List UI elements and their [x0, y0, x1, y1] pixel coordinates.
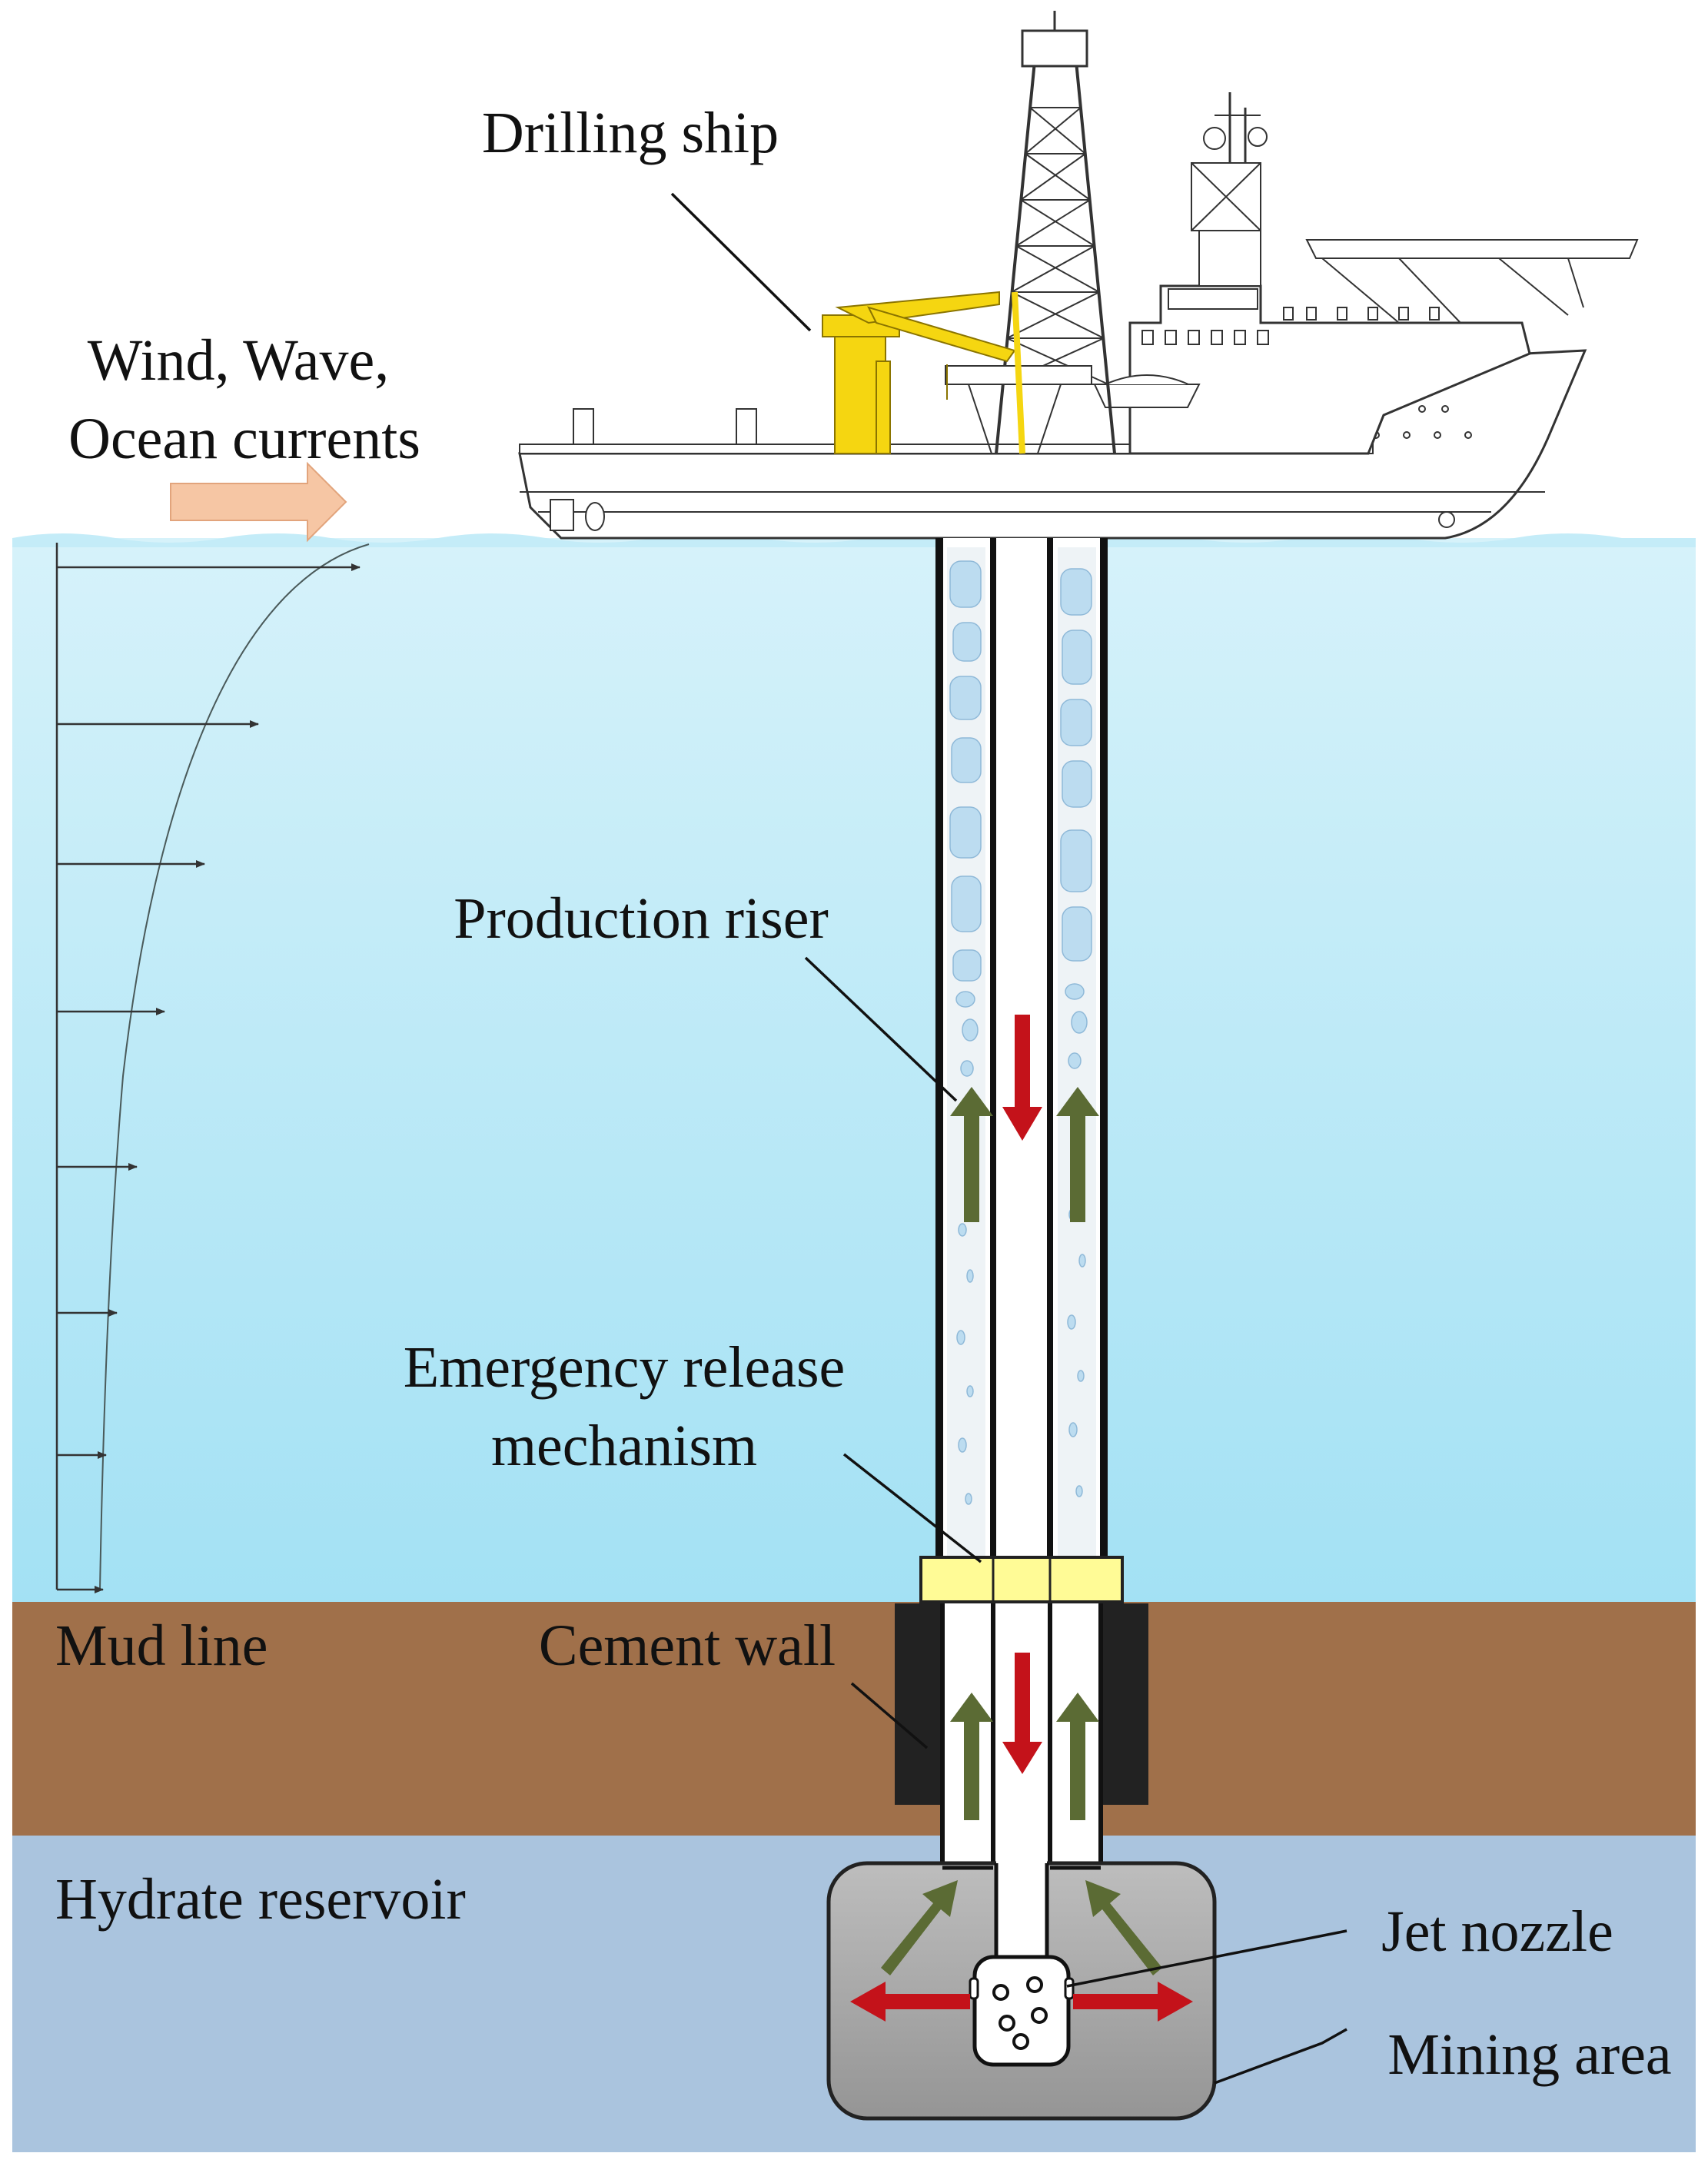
flow-up-arrow-left-upper — [950, 1087, 993, 1222]
drilling-ship — [518, 11, 1639, 540]
flow-diagonal-arrow-right — [1085, 1880, 1162, 1975]
cement-wall-right — [1101, 1603, 1148, 1805]
flow-down-arrow-upper — [1002, 1015, 1042, 1141]
flow-up-arrow-right-lower — [1056, 1693, 1099, 1820]
jet-nozzle — [969, 1955, 1075, 2067]
flow-down-arrow-lower — [1002, 1653, 1042, 1774]
label-wind-line1: Wind, Wave, — [88, 328, 390, 393]
leader-lines — [670, 192, 1347, 2085]
flow-diagonal-arrow-left — [881, 1880, 958, 1975]
mud-layer — [12, 1602, 1696, 1836]
flow-arrows — [850, 1015, 1193, 2022]
cement-wall-left — [895, 1603, 942, 1805]
label-jet-nozzle: Jet nozzle — [1381, 1899, 1613, 1964]
current-velocity-profile — [55, 543, 370, 1593]
wind-direction-arrow — [170, 461, 347, 543]
label-mud-line: Mud line — [55, 1613, 268, 1678]
hydrate-particles — [949, 560, 1092, 1505]
sea-surface-wave — [12, 533, 1696, 547]
jet-arrow-left — [850, 1982, 970, 2022]
label-cement-wall: Cement wall — [539, 1613, 836, 1678]
jet-arrow-right — [1073, 1982, 1193, 2022]
label-production-riser: Production riser — [454, 886, 829, 951]
ship-crane — [822, 291, 1025, 454]
sea-layer — [12, 538, 1696, 1602]
emergency-release-ring — [919, 1556, 1124, 1603]
ship-propeller — [550, 499, 605, 531]
label-emergency-line2: mechanism — [491, 1414, 757, 1478]
flow-up-arrow-left-lower — [950, 1693, 993, 1820]
label-mining-area: Mining area — [1387, 2022, 1671, 2087]
label-hydrate-reservoir: Hydrate reservoir — [55, 1867, 466, 1932]
label-emergency-line1: Emergency release — [404, 1335, 846, 1400]
label-drilling-ship: Drilling ship — [482, 101, 779, 165]
flow-up-arrow-right-upper — [1056, 1087, 1099, 1222]
label-wind-line2: Ocean currents — [68, 407, 420, 471]
